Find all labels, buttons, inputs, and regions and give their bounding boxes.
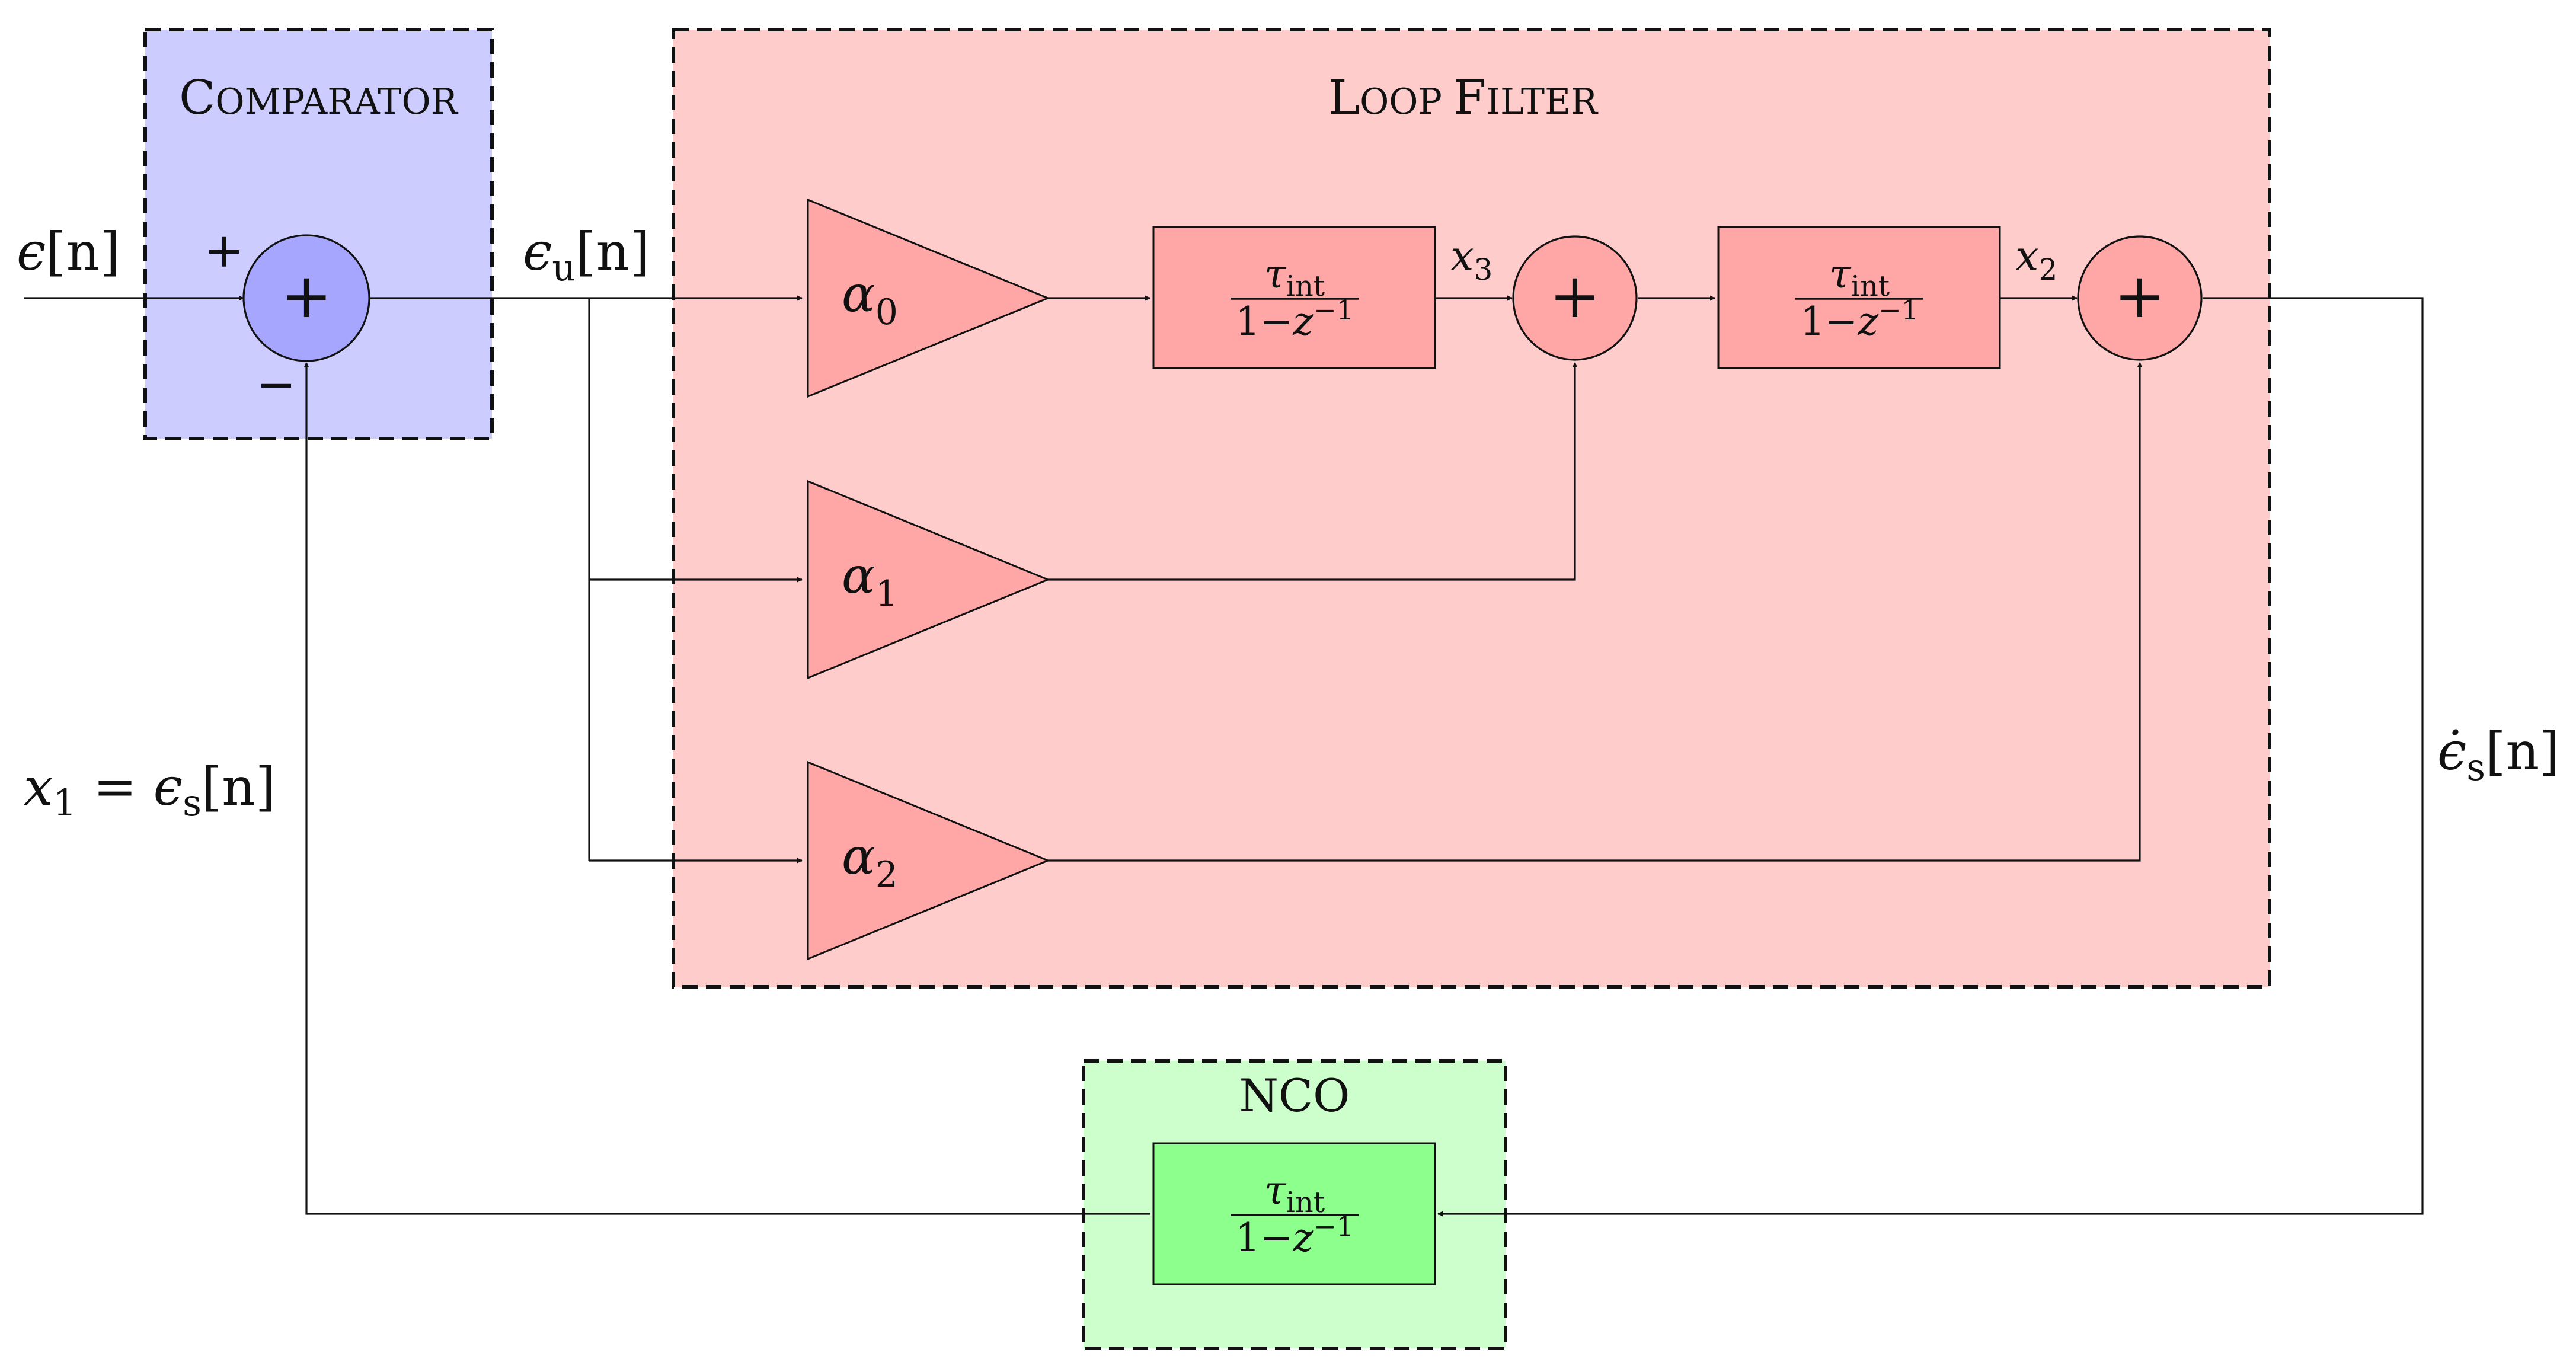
sum-plus-icon: + — [280, 260, 332, 332]
alpha1-to-sum1-wire — [1048, 362, 1578, 581]
gain-alpha2-label: α2 — [842, 827, 898, 896]
integrator2-denominator: 1−z−1 — [1800, 294, 1919, 344]
gain-alpha2: α2 — [807, 760, 1050, 961]
comparator-title: COMPARATOR — [179, 70, 458, 125]
sum1-plus-icon: + — [1549, 260, 1600, 332]
nco-denominator: 1−z−1 — [1235, 1210, 1354, 1261]
comparator-plus-sign: + — [204, 223, 244, 278]
sum2-plus-icon: + — [2114, 260, 2165, 332]
integrator1-denominator: 1−z−1 — [1235, 294, 1354, 344]
gain-alpha0-label: α0 — [842, 265, 898, 333]
gain-alpha1: α1 — [807, 479, 1050, 680]
gain-alpha0: α0 — [807, 198, 1050, 398]
x3-label: x3 — [1450, 232, 1492, 287]
comparator-region — [143, 28, 494, 440]
integrator1-numerator: τint — [1264, 251, 1325, 303]
nco-title: NCO — [1239, 1069, 1350, 1122]
integrator2-numerator: τint — [1829, 251, 1890, 303]
integrator-block-1: τint 1−z−1 — [1152, 226, 1436, 369]
loop-filter-sum-1: + — [1512, 235, 1638, 361]
unfiltered-error-label: ϵu[n] — [523, 221, 650, 289]
rate-output-wire — [1437, 297, 2424, 1217]
nco-integrator-block: τint 1−z−1 — [1152, 1142, 1436, 1285]
comparator-sum: + — [242, 234, 370, 362]
comparator-minus-sign: − — [256, 357, 296, 412]
input-signal-label: ϵ[n] — [17, 221, 120, 282]
alpha2-to-sum2-wire — [1048, 362, 2143, 862]
integrator-block-2: τint 1−z−1 — [1717, 226, 2001, 369]
feedback-signal-label: x1 = ϵs[n] — [24, 756, 276, 824]
feedback-wire — [303, 362, 1150, 1215]
loop-filter-title: LOOP FILTER — [1328, 70, 1599, 125]
nco-numerator: τint — [1264, 1168, 1325, 1219]
rate-signal-label: ϵ̇s[n] — [2437, 721, 2559, 789]
gain-alpha1-label: α1 — [842, 546, 898, 615]
loop-filter-sum-2: + — [2077, 235, 2203, 361]
x2-label: x2 — [2015, 232, 2057, 287]
